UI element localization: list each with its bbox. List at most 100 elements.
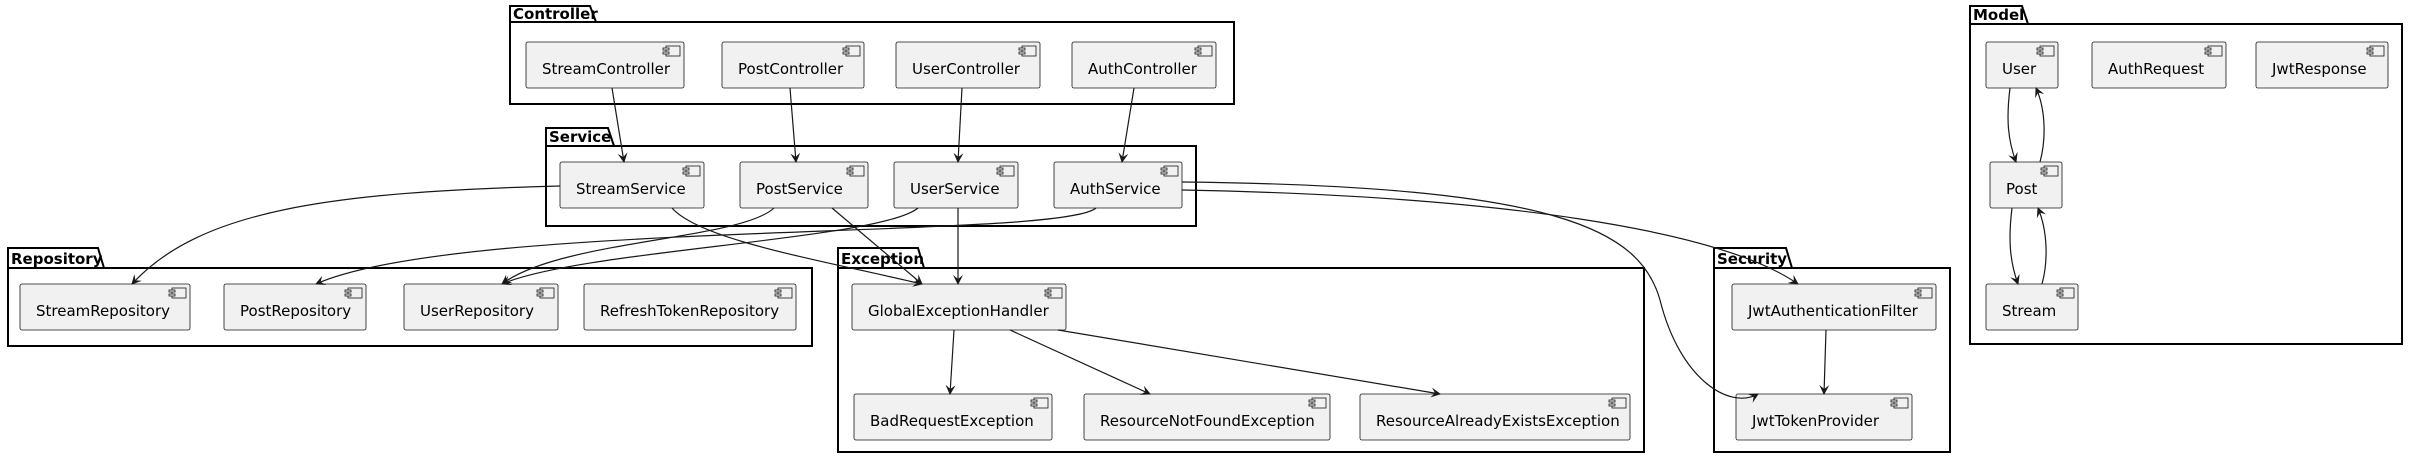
component-label: GlobalExceptionHandler [868, 302, 1050, 320]
edge-streamservice-streamrepository [131, 185, 561, 285]
component-auth-controller[interactable]: AuthController [1071, 41, 1217, 89]
edge-post-stream [2009, 207, 2020, 285]
edge-handler-alreadyexists [1057, 329, 1441, 398]
component-label: PostService [756, 180, 843, 198]
package-label: Service [549, 128, 611, 146]
component-icon [1044, 287, 1063, 299]
connectors [131, 87, 2047, 403]
package-repository: Repository [7, 247, 813, 347]
edge-authservice-postrepository [315, 207, 1097, 285]
component-icon [2204, 45, 2223, 57]
component-refresh-token-repository[interactable]: RefreshTokenRepository [583, 283, 797, 331]
component-label: User [2002, 60, 2037, 78]
component-icon [996, 165, 1015, 177]
component-label: AuthService [1070, 180, 1161, 198]
component-jwt-response[interactable]: JwtResponse [2255, 41, 2389, 89]
edge-postservice-globalexceptionhandler [831, 207, 923, 285]
edge-authcontroller-authservice [1118, 87, 1135, 163]
edge-stream-post [2036, 207, 2047, 285]
component-post-repository[interactable]: PostRepository [223, 283, 367, 331]
component-auth-service[interactable]: AuthService [1053, 161, 1183, 209]
component-icon [842, 45, 861, 57]
component-stream-repository[interactable]: StreamRepository [19, 283, 191, 331]
component-label: ResourceAlreadyExistsException [1376, 412, 1620, 430]
component-auth-request[interactable]: AuthRequest [2091, 41, 2227, 89]
edge-postcontroller-postservice [789, 87, 801, 163]
edge-userservice-userrepository [501, 207, 919, 286]
component-label: Post [2006, 180, 2038, 198]
component-icon [1030, 397, 1049, 409]
component-icon [846, 165, 865, 177]
component-label: JwtTokenProvider [1751, 412, 1880, 430]
component-resource-already-exists-exception[interactable]: ResourceAlreadyExistsException [1359, 393, 1631, 441]
component-icon [1194, 45, 1213, 57]
component-user-controller[interactable]: UserController [895, 41, 1041, 89]
component-label: JwtResponse [2271, 60, 2367, 78]
component-icon [2366, 45, 2385, 57]
component-label: UserService [910, 180, 1000, 198]
component-icon [2036, 45, 2055, 57]
component-label: JwtAuthenticationFilter [1747, 302, 1919, 320]
component-stream-model[interactable]: Stream [1985, 283, 2079, 331]
edge-authservice-jwtauthenticationfilter [1181, 189, 1799, 285]
component-label: UserRepository [420, 302, 534, 320]
component-label: RefreshTokenRepository [600, 302, 779, 320]
component-label: AuthRequest [2108, 60, 2204, 78]
component-icon [1160, 165, 1179, 177]
component-post-controller[interactable]: PostController [721, 41, 865, 89]
edge-usercontroller-userservice [953, 87, 964, 163]
component-icon [1608, 397, 1627, 409]
component-icon [168, 287, 187, 299]
edge-streamservice-globalexceptionhandler [671, 207, 923, 287]
component-label: AuthController [1088, 60, 1198, 78]
component-global-exception-handler[interactable]: GlobalExceptionHandler [851, 283, 1067, 331]
component-user-service[interactable]: UserService [893, 161, 1019, 209]
package-label: Model [1973, 6, 2024, 24]
component-stream-controller[interactable]: StreamController [525, 41, 685, 89]
edge-authservice-jwttokenprovider [1181, 181, 1759, 403]
component-user-repository[interactable]: UserRepository [403, 283, 559, 331]
component-label: PostController [738, 60, 844, 78]
component-icon [2056, 287, 2075, 299]
edge-filter-tokenprovider [1819, 329, 1830, 395]
package-label: Exception [841, 250, 924, 268]
component-label: UserController [912, 60, 1021, 78]
component-jwt-authentication-filter[interactable]: JwtAuthenticationFilter [1731, 283, 1937, 331]
component-label: BadRequestException [870, 412, 1034, 430]
component-user-model[interactable]: User [1985, 41, 2059, 89]
component-label: PostRepository [240, 302, 351, 320]
package-label: Security [1717, 250, 1787, 268]
edge-handler-notfound [1009, 329, 1151, 395]
component-icon [1308, 397, 1327, 409]
component-icon [774, 287, 793, 299]
package-exception: Exception [837, 247, 1645, 453]
component-icon [682, 165, 701, 177]
package-label: Controller [513, 5, 598, 23]
component-icon [344, 287, 363, 299]
package-label: Repository [11, 250, 103, 268]
component-label: ResourceNotFoundException [1100, 412, 1315, 430]
component-icon [1890, 397, 1909, 409]
component-stream-service[interactable]: StreamService [559, 161, 705, 209]
component-icon [536, 287, 555, 299]
component-icon [1914, 287, 1933, 299]
component-icon [662, 45, 681, 57]
component-resource-not-found-exception[interactable]: ResourceNotFoundException [1083, 393, 1331, 441]
edge-post-user [2035, 87, 2045, 163]
edge-postservice-userrepository [501, 207, 775, 285]
component-label: StreamService [576, 180, 686, 198]
edge-handler-badrequest [945, 329, 956, 395]
component-label: StreamRepository [36, 302, 170, 320]
component-bad-request-exception[interactable]: BadRequestException [853, 393, 1053, 441]
component-post-service[interactable]: PostService [739, 161, 869, 209]
component-icon [2040, 165, 2059, 177]
component-post-model[interactable]: Post [1989, 161, 2063, 209]
package-model: Model [1969, 5, 2403, 345]
edge-user-post [2007, 87, 2018, 163]
component-jwt-token-provider[interactable]: JwtTokenProvider [1735, 393, 1913, 441]
package-controller: Controller [509, 5, 1235, 105]
component-label: Stream [2002, 302, 2056, 320]
edge-streamcontroller-streamservice [611, 87, 628, 163]
component-icon [1018, 45, 1037, 57]
